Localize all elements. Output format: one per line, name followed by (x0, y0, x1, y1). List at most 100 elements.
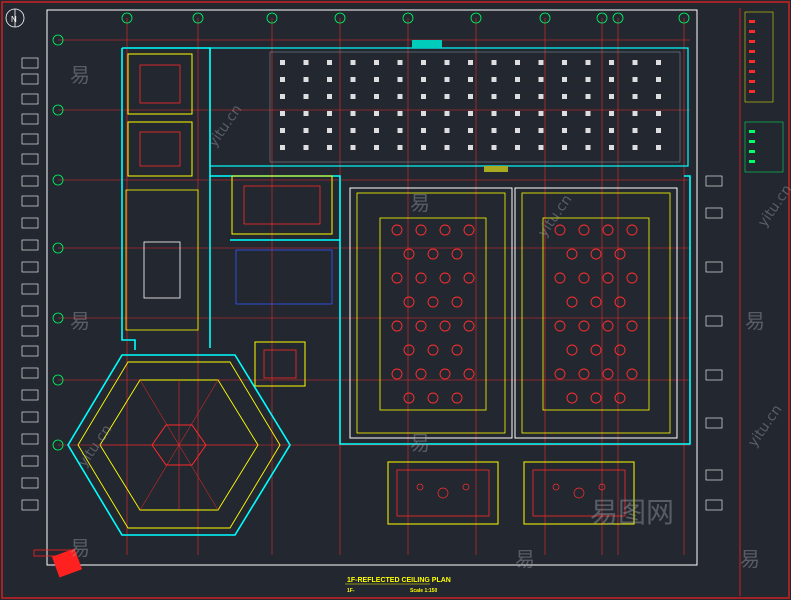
ceiling-light-panel (562, 111, 567, 116)
ceiling-light-panel (374, 60, 379, 65)
ceiling-light-panel (350, 77, 356, 82)
ceiling-light-panel (632, 77, 638, 82)
ceiling-light-panel (491, 128, 497, 133)
ceiling-light-panel (562, 94, 567, 99)
north-arrow-label: N (11, 15, 17, 24)
chandelier-fixture (602, 224, 614, 236)
chandelier-fixture (463, 320, 475, 332)
ceiling-light-panel (374, 111, 379, 116)
chandelier-fixture (427, 392, 439, 404)
lower-rooms (387, 461, 635, 525)
chandelier-fixture (602, 320, 614, 332)
chandelier-fixture (590, 392, 602, 404)
ceiling-light-panel (609, 77, 614, 82)
chandelier-fixture (463, 368, 475, 380)
chandelier-fixture (403, 296, 415, 308)
ceiling-light-panel (609, 145, 614, 150)
chandelier-fixture (403, 248, 415, 260)
ceiling-light-panel (280, 94, 285, 99)
ceiling-light-panel (350, 60, 356, 65)
ballroom-chandeliers (391, 224, 638, 404)
ceiling-light-panel (350, 111, 356, 116)
chandelier-fixture (439, 224, 451, 236)
ceiling-light-panel (656, 94, 661, 99)
watermarks: 易 易 易 易 易 易 易 易 yitu.cn yitu.cn yitu.cn … (70, 63, 791, 571)
ceiling-light-panel (491, 111, 497, 116)
ceiling-light-panel (421, 128, 426, 133)
grid-bubbles-left (52, 34, 64, 451)
hexagon-hall (67, 354, 291, 536)
chandelier-fixture (554, 272, 566, 284)
chandelier-fixture (614, 248, 626, 260)
ceiling-light-panel (632, 145, 638, 150)
ceiling-light-panel (444, 128, 450, 133)
chandelier-fixture (626, 368, 638, 380)
ceiling-light-panel (350, 94, 356, 99)
watermark-glyph: 易 (410, 191, 430, 215)
chandelier-fixture (439, 272, 451, 284)
chandelier-fixture (427, 296, 439, 308)
ceiling-light-panel (327, 111, 332, 116)
chandelier-fixture (391, 320, 403, 332)
ceiling-light-panel (468, 111, 473, 116)
ceiling-light-panel (656, 145, 661, 150)
ceiling-light-panel (397, 77, 403, 82)
ceiling-light-panel (656, 128, 661, 133)
chandelier-fixture (451, 344, 463, 356)
ceiling-light-panel (585, 145, 591, 150)
watermark-glyph: 易 (515, 547, 535, 571)
ceiling-light-panel (421, 111, 426, 116)
left-annotation-tags (21, 57, 39, 511)
plan-scale: Scale 1:150 (410, 588, 437, 594)
ceiling-light-panel (327, 94, 332, 99)
chandelier-fixture (614, 296, 626, 308)
ceiling-light-panel (468, 94, 473, 99)
ceiling-light-panel (585, 77, 591, 82)
watermark-site: yitu.cn (535, 192, 575, 240)
ceiling-light-panel (609, 128, 614, 133)
watermark-brand: 易图网 (590, 496, 674, 529)
ceiling-light-panel (562, 77, 567, 82)
ceiling-light-panel (538, 77, 544, 82)
ceiling-light-panel (327, 77, 332, 82)
watermark-glyph: 易 (70, 309, 90, 333)
ceiling-light-panel (491, 77, 497, 82)
chandelier-fixture (590, 344, 602, 356)
chandelier-fixture (626, 224, 638, 236)
ceiling-light-panel (562, 60, 567, 65)
grid-bubbles-top (121, 12, 690, 24)
chandelier-fixture (451, 248, 463, 260)
watermark-site: yitu.cn (745, 402, 785, 450)
chandelier-fixture (602, 368, 614, 380)
watermark-glyph: 易 (745, 309, 765, 333)
chandelier-fixture (427, 248, 439, 260)
watermark-site: yitu.cn (205, 102, 245, 150)
chandelier-fixture (554, 224, 566, 236)
chandelier-fixture (578, 320, 590, 332)
corridor-ceiling-grid (209, 40, 689, 172)
chandelier-fixture (415, 272, 427, 284)
ceiling-light-panel (609, 94, 614, 99)
ceiling-light-panel (280, 111, 285, 116)
ceiling-light-panel (656, 60, 661, 65)
chandelier-fixture (415, 320, 427, 332)
chandelier-fixture (566, 344, 578, 356)
ceiling-light-panel (421, 77, 426, 82)
ceiling-light-panel (585, 128, 591, 133)
ceiling-light-panel (397, 94, 403, 99)
ceiling-light-panel (444, 60, 450, 65)
ceiling-light-panel (515, 77, 520, 82)
ceiling-light-panel (444, 145, 450, 150)
chandelier-fixture (554, 368, 566, 380)
chandelier-fixture (391, 272, 403, 284)
ceiling-light-panel (538, 145, 544, 150)
north-arrow-icon: N (5, 8, 25, 28)
ceiling-light-panel (468, 60, 473, 65)
ceiling-light-panel (491, 60, 497, 65)
ceiling-light-panel (632, 94, 638, 99)
ceiling-light-panel (538, 128, 544, 133)
drawing-border (46, 9, 698, 566)
chandelier-fixture (427, 344, 439, 356)
ceiling-light-panel (468, 128, 473, 133)
